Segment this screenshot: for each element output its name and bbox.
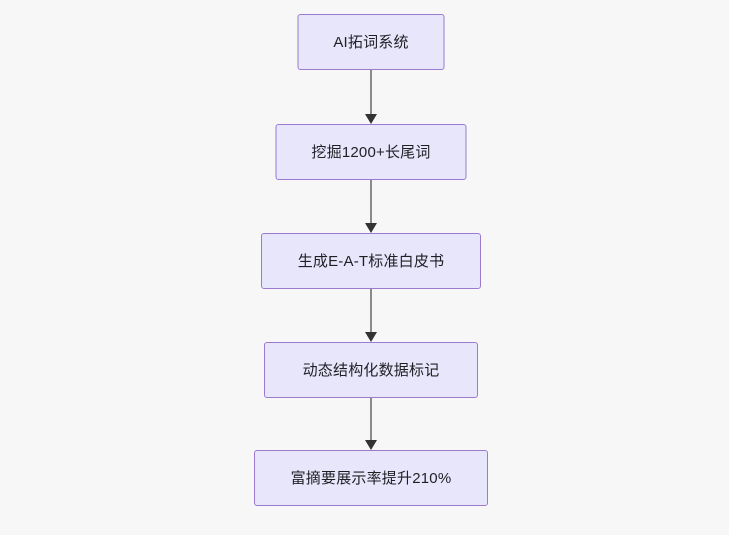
flow-node-label: AI拓词系统	[333, 33, 409, 51]
flow-node-label: 生成E-A-T标准白皮书	[297, 252, 445, 270]
flow-edge-2	[364, 180, 378, 233]
arrowhead-icon	[365, 223, 377, 233]
arrowhead-icon	[365, 440, 377, 450]
flow-node-dynamic-structured-data-markup[interactable]: 动态结构化数据标记	[264, 342, 478, 398]
flow-node-label: 富摘要展示率提升210%	[290, 469, 452, 487]
flow-edge-4	[364, 398, 378, 450]
arrowhead-icon	[365, 332, 377, 342]
edge-line	[370, 180, 372, 224]
flow-node-mine-longtail-keywords[interactable]: 挖掘1200+长尾词	[275, 124, 467, 180]
flow-edge-3	[364, 289, 378, 342]
edge-line	[370, 70, 372, 115]
flow-node-ai-keyword-system[interactable]: AI拓词系统	[297, 14, 445, 70]
arrowhead-icon	[365, 114, 377, 124]
flow-node-rich-snippet-rate-increase[interactable]: 富摘要展示率提升210%	[254, 450, 488, 506]
edge-line	[370, 398, 372, 441]
flow-node-label: 动态结构化数据标记	[302, 361, 440, 379]
flow-node-label: 挖掘1200+长尾词	[311, 143, 431, 161]
flow-node-generate-eat-whitepaper[interactable]: 生成E-A-T标准白皮书	[261, 233, 481, 289]
edge-line	[370, 289, 372, 333]
flow-edge-1	[364, 70, 378, 124]
